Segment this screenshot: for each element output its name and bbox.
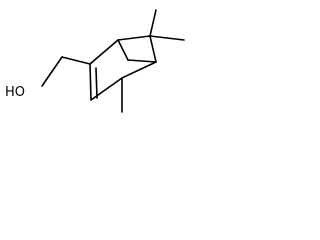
- bond-c1-c7: [117, 39, 129, 61]
- bond-c6-methyl-right: [149, 35, 185, 41]
- bond-c6-methyl-top: [149, 9, 157, 37]
- bond-c3-c4: [90, 77, 123, 101]
- molecule-structure: HO: [5, 9, 185, 113]
- hydroxyl-label: HO: [5, 85, 25, 100]
- bond-o1-o2: [41, 56, 63, 87]
- bond-c2-o1: [61, 56, 91, 65]
- bond-c6-c5: [149, 35, 157, 63]
- bond-c2-c3-double: [95, 67, 98, 99]
- bond-c7-c5: [127, 59, 157, 63]
- bond-c2-c1: [89, 39, 119, 65]
- bond-c1-c6: [117, 35, 151, 41]
- bond-c2-c3: [89, 63, 92, 101]
- bond-c4-c5: [121, 61, 157, 79]
